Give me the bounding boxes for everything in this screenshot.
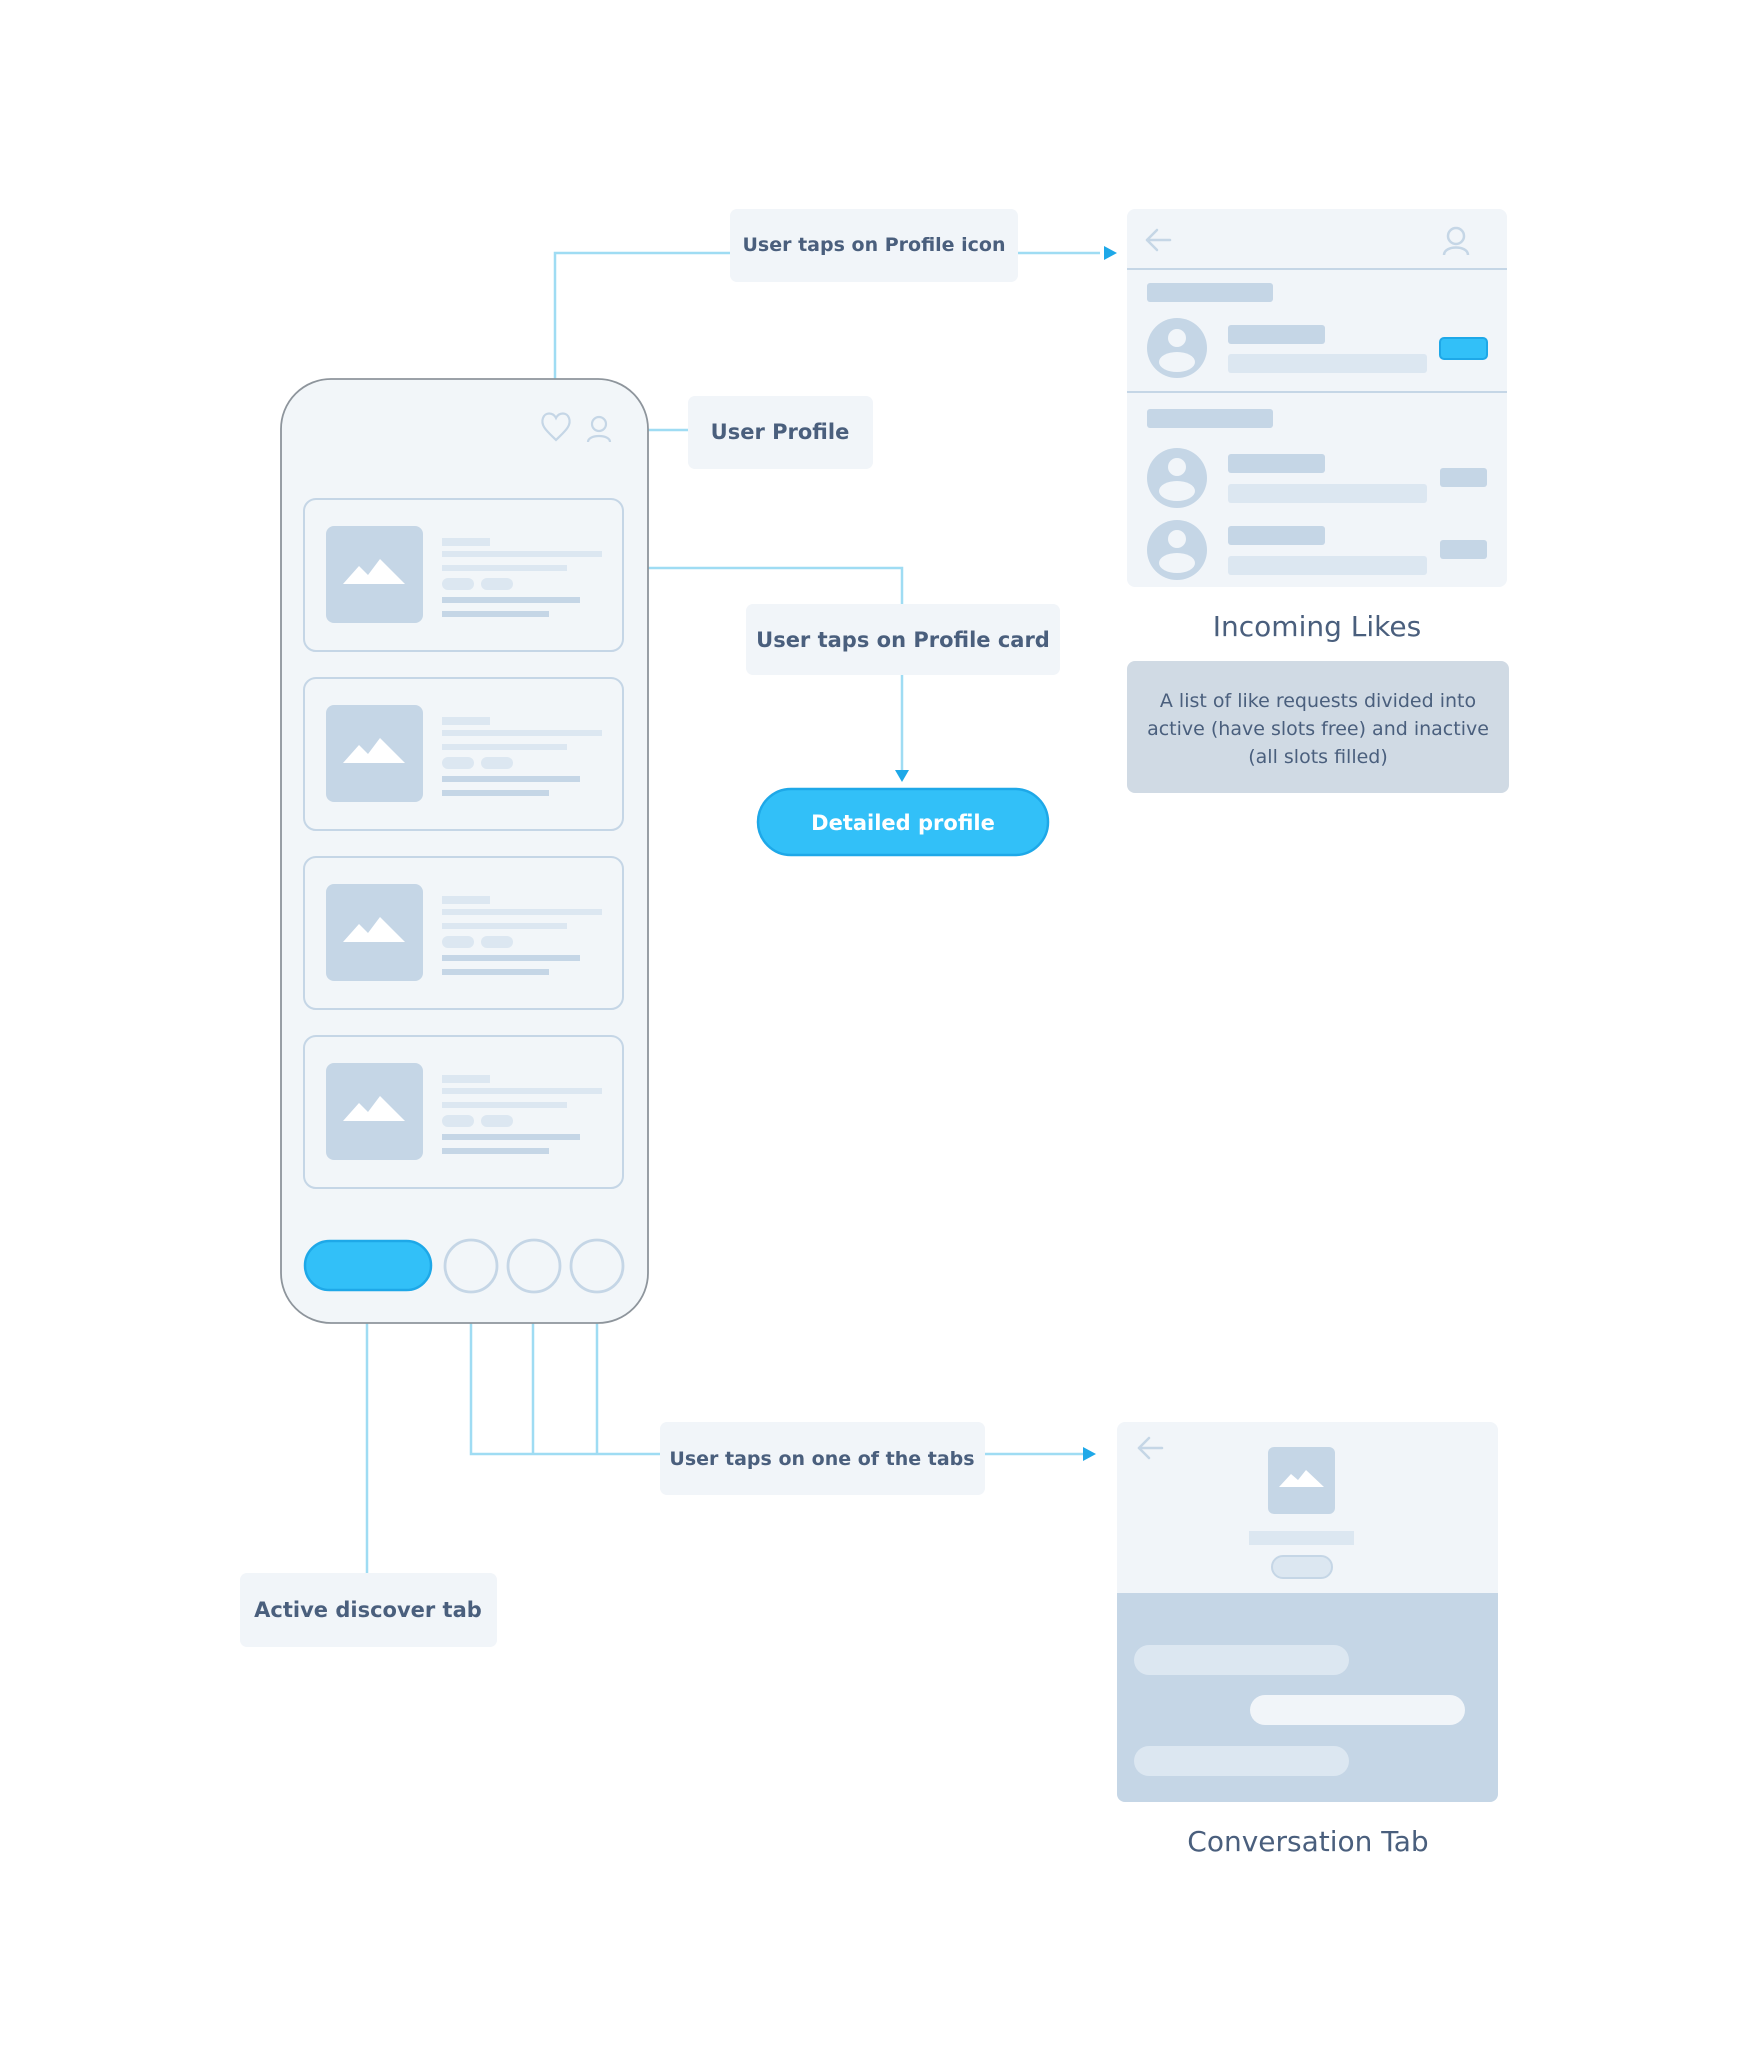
- mountain-icon: [1279, 1470, 1324, 1487]
- arrow-to-conversation: [1083, 1447, 1096, 1461]
- tab-bar: [303, 1238, 625, 1294]
- back-arrow-icon[interactable]: [1145, 228, 1172, 252]
- discover-tab[interactable]: [303, 1239, 433, 1292]
- incoming-likes-screen: [1127, 209, 1507, 587]
- incoming-likes-title: Incoming Likes: [1213, 610, 1421, 643]
- conversation-screen: [1117, 1422, 1498, 1802]
- section-heading-placeholder: [1147, 409, 1273, 428]
- detailed-profile-label: Detailed profile: [811, 811, 995, 835]
- section-heading-placeholder: [1147, 283, 1273, 302]
- profile-card[interactable]: [303, 677, 624, 831]
- arrow-to-incoming-likes: [1104, 246, 1117, 260]
- mountain-icon: [343, 917, 405, 942]
- profile-card[interactable]: [303, 1035, 624, 1189]
- description-line: (all slots filled): [1248, 746, 1388, 768]
- arrowheads: [895, 246, 1117, 1461]
- back-arrow-icon[interactable]: [1137, 1436, 1164, 1460]
- tab-4[interactable]: [569, 1238, 625, 1294]
- label-active-discover-tab: Active discover tab: [240, 1573, 497, 1647]
- label-text: User taps on one of the tabs: [669, 1448, 974, 1470]
- incoming-likes-description: A list of like requests divided into act…: [1127, 661, 1509, 793]
- label-text: Active discover tab: [254, 1598, 482, 1622]
- mountain-icon: [343, 738, 405, 763]
- accept-button[interactable]: [1439, 337, 1488, 360]
- list-item[interactable]: [1147, 520, 1487, 580]
- label-user-profile: User Profile: [688, 396, 873, 469]
- list-item[interactable]: [1147, 318, 1488, 378]
- detailed-profile-button[interactable]: Detailed profile: [756, 787, 1050, 857]
- mountain-icon: [343, 1096, 405, 1121]
- label-text: User Profile: [711, 420, 850, 444]
- description-line: A list of like requests divided into: [1160, 690, 1476, 712]
- connector-profile-card: [636, 566, 904, 604]
- tab-3[interactable]: [506, 1238, 562, 1294]
- mountain-icon: [343, 559, 405, 584]
- profile-card[interactable]: [303, 498, 624, 652]
- message-bubble-outgoing: [1250, 1695, 1465, 1725]
- phone-wireframe: [280, 378, 649, 1324]
- description-line: active (have slots free) and inactive: [1147, 718, 1489, 740]
- profile-card[interactable]: [303, 856, 624, 1010]
- label-tabs-tap: User taps on one of the tabs: [660, 1422, 985, 1495]
- heart-icon[interactable]: [541, 412, 571, 442]
- user-icon[interactable]: [1442, 226, 1470, 256]
- label-profile-card-tap: User taps on Profile card: [746, 604, 1060, 675]
- arrow-to-detailed-profile: [895, 770, 909, 782]
- message-bubble-incoming: [1134, 1746, 1349, 1776]
- label-text: User taps on Profile icon: [742, 234, 1005, 256]
- conversation-tab-title: Conversation Tab: [1187, 1825, 1428, 1858]
- connector-tab-2: [469, 1302, 660, 1456]
- label-profile-icon-tap: User taps on Profile icon: [730, 209, 1018, 282]
- list-item[interactable]: [1147, 448, 1487, 508]
- message-bubble-incoming: [1134, 1645, 1349, 1675]
- tab-2[interactable]: [443, 1238, 499, 1294]
- status-pill: [1271, 1555, 1333, 1579]
- user-icon[interactable]: [586, 415, 612, 443]
- name-placeholder: [1249, 1531, 1354, 1545]
- label-text: User taps on Profile card: [756, 628, 1050, 652]
- profile-card-list: [303, 498, 624, 1189]
